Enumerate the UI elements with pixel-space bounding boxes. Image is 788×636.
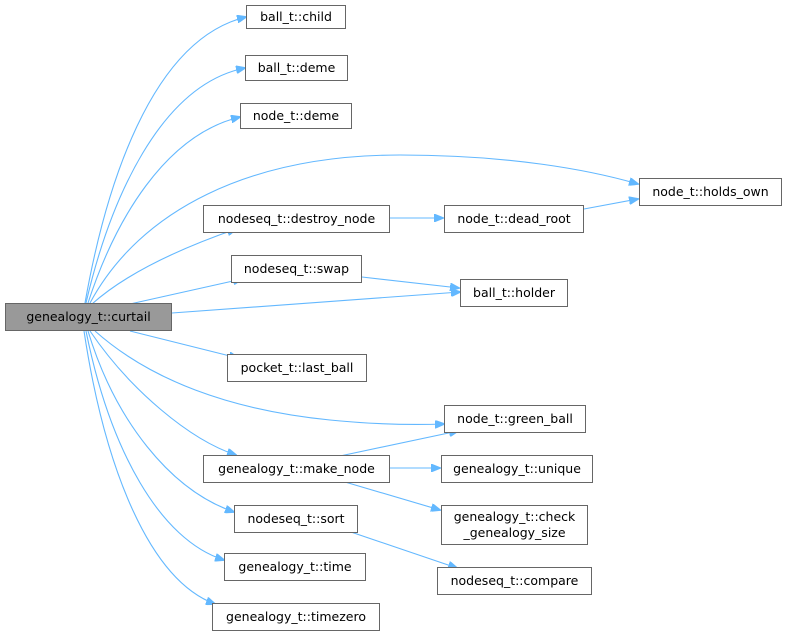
edge-root-ball-child (84, 17, 246, 304)
edge-root-node-deme (87, 117, 240, 304)
edge-swap-holder (361, 276, 459, 288)
node-node-deme[interactable]: node_t::deme (240, 103, 352, 129)
edge-root-sort (87, 330, 234, 512)
node-check-genealogy-size[interactable]: genealogy_t::check _genealogy_size (441, 505, 588, 545)
node-holds-own[interactable]: node_t::holds_own (639, 178, 782, 206)
node-ball-deme[interactable]: ball_t::deme (245, 55, 348, 81)
node-dead-root[interactable]: node_t::dead_root (444, 205, 584, 233)
edge-dead-root-holds-own (583, 199, 638, 210)
node-time[interactable]: genealogy_t::time (224, 553, 366, 581)
edge-root-timezero (83, 330, 215, 604)
edge-root-make-node (89, 330, 236, 455)
node-ball-child[interactable]: ball_t::child (246, 5, 346, 29)
edge-root-last-ball (129, 330, 238, 358)
edge-root-destroy-node (91, 229, 236, 305)
node-last-ball[interactable]: pocket_t::last_ball (227, 354, 367, 382)
node-green-ball[interactable]: node_t::green_ball (444, 405, 586, 433)
node-make-node[interactable]: genealogy_t::make_node (203, 455, 390, 483)
edge-make-node-green-ball (339, 431, 458, 457)
node-compare[interactable]: nodeseq_t::compare (437, 567, 592, 595)
node-timezero[interactable]: genealogy_t::timezero (212, 603, 380, 631)
edge-make-node-check-size (344, 481, 440, 510)
edge-root-holder (171, 292, 460, 314)
node-sort[interactable]: nodeseq_t::sort (234, 505, 358, 533)
node-check-label-line2: _genealogy_size (463, 525, 566, 540)
edge-sort-compare (344, 529, 457, 568)
node-swap[interactable]: nodeseq_t::swap (231, 255, 362, 283)
edge-root-ball-deme (85, 68, 245, 304)
node-genealogy-curtail: genealogy_t::curtail (5, 303, 172, 331)
edge-root-holds-own (89, 154, 638, 304)
edge-root-swap (129, 279, 242, 305)
node-holder[interactable]: ball_t::holder (460, 279, 568, 307)
node-check-label-line1: genealogy_t::check (453, 509, 576, 524)
edge-root-green-ball (94, 330, 444, 425)
node-destroy-node[interactable]: nodeseq_t::destroy_node (203, 205, 390, 233)
node-unique[interactable]: genealogy_t::unique (441, 455, 593, 483)
edge-root-time (85, 330, 224, 560)
